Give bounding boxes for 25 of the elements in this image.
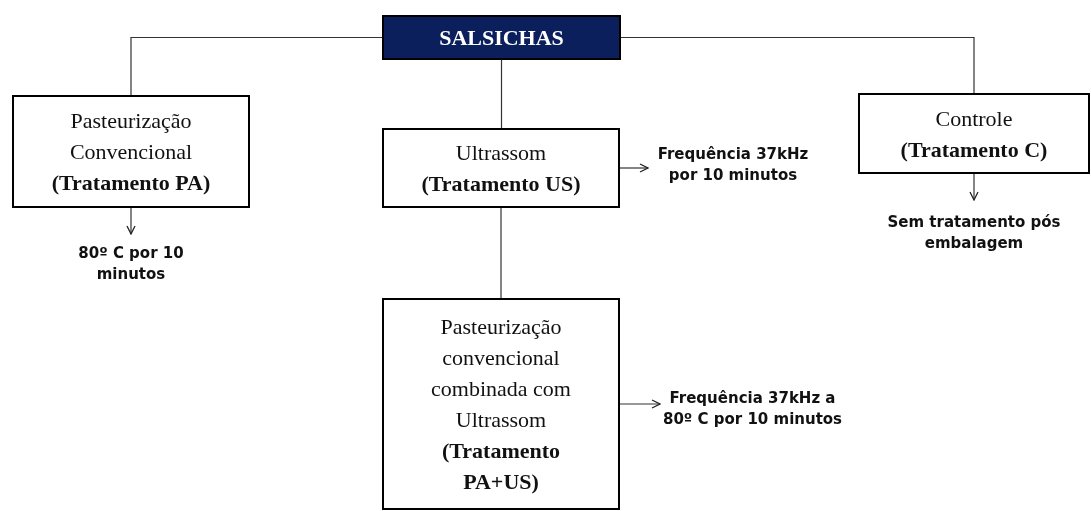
arrow [619,399,661,409]
treatment-code: (Tratamento PA) [51,169,211,197]
treatment-box [12,95,250,208]
annotation-text: 80º C por 10 minutos [77,243,185,285]
arrow [126,207,136,235]
connector-line [130,36,383,96]
treatment-code: (Tratamento PA+US) [440,437,562,496]
title-box: SALSICHAS [382,15,621,60]
annotation-text: Frequência 37kHz a 80º C por 10 minutos [661,388,844,430]
treatment-code: (Tratamento US) [421,170,581,198]
connector-line [500,207,502,299]
treatment-box [382,128,620,208]
treatment-name: Pasteurização convencional combinada com Ultrassom [430,313,572,434]
treatment-name: Controle [935,104,1013,133]
treatment-box [382,298,620,510]
treatment-box [858,93,1090,174]
treatment-code: (Tratamento C) [900,135,1048,164]
connector-line [500,59,503,129]
arrow [619,163,649,173]
annotation-text: Frequência 37kHz por 10 minutos [656,144,810,186]
connector-line [620,36,975,94]
treatment-name: Ultrassom [455,139,547,167]
treatment-name: Pasteurização Convencional [68,107,194,166]
arrow [969,173,979,201]
annotation-text: Sem tratamento pós embalagem [886,212,1062,254]
